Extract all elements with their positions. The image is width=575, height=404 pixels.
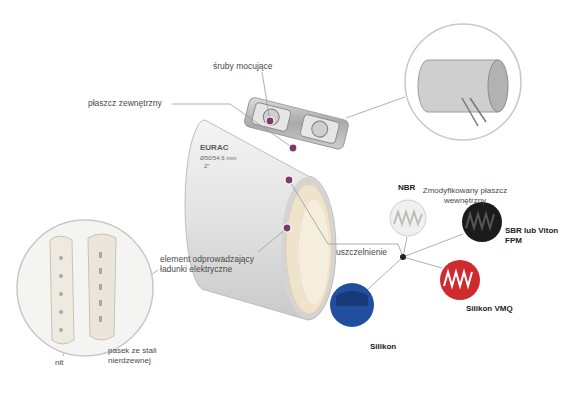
seal-label: SBR lub Viton FPM <box>505 226 563 245</box>
seal-label: Silikon VMQ <box>466 304 513 314</box>
inner-sleeve-detail <box>405 24 521 140</box>
seal-nbr <box>390 200 426 236</box>
seal-sbr <box>462 202 502 242</box>
part-label: nit <box>55 358 63 368</box>
seal-shade <box>299 200 329 304</box>
seal-vmq <box>440 260 480 300</box>
callout-dots <box>266 117 297 232</box>
part-label: śruby mocujące <box>213 61 273 71</box>
part-label: element odprowadzający ładunki elektrycz… <box>160 254 268 274</box>
sleeve-rim <box>281 177 335 319</box>
part-label: płaszcz zewnętrzny <box>88 98 162 108</box>
size-marking: Ø50/54,6 mm <box>200 155 236 162</box>
part-label: pasek ze stali nierdzewnej <box>108 346 168 365</box>
clamp-band <box>243 96 349 150</box>
brand-mark: EURAC <box>200 143 228 153</box>
seal-label: NBR <box>398 183 415 193</box>
seal-silicone <box>330 283 374 327</box>
seal-label: Silikon <box>370 342 396 352</box>
part-label: uszczelnienie <box>336 247 387 257</box>
grounding-detail <box>17 220 153 356</box>
hub-dot <box>400 254 406 260</box>
part-label: Zmodyfikowany płaszcz wewnętrzny <box>422 186 508 205</box>
size-marking: 2" <box>204 163 209 170</box>
seal-inner <box>286 184 332 314</box>
